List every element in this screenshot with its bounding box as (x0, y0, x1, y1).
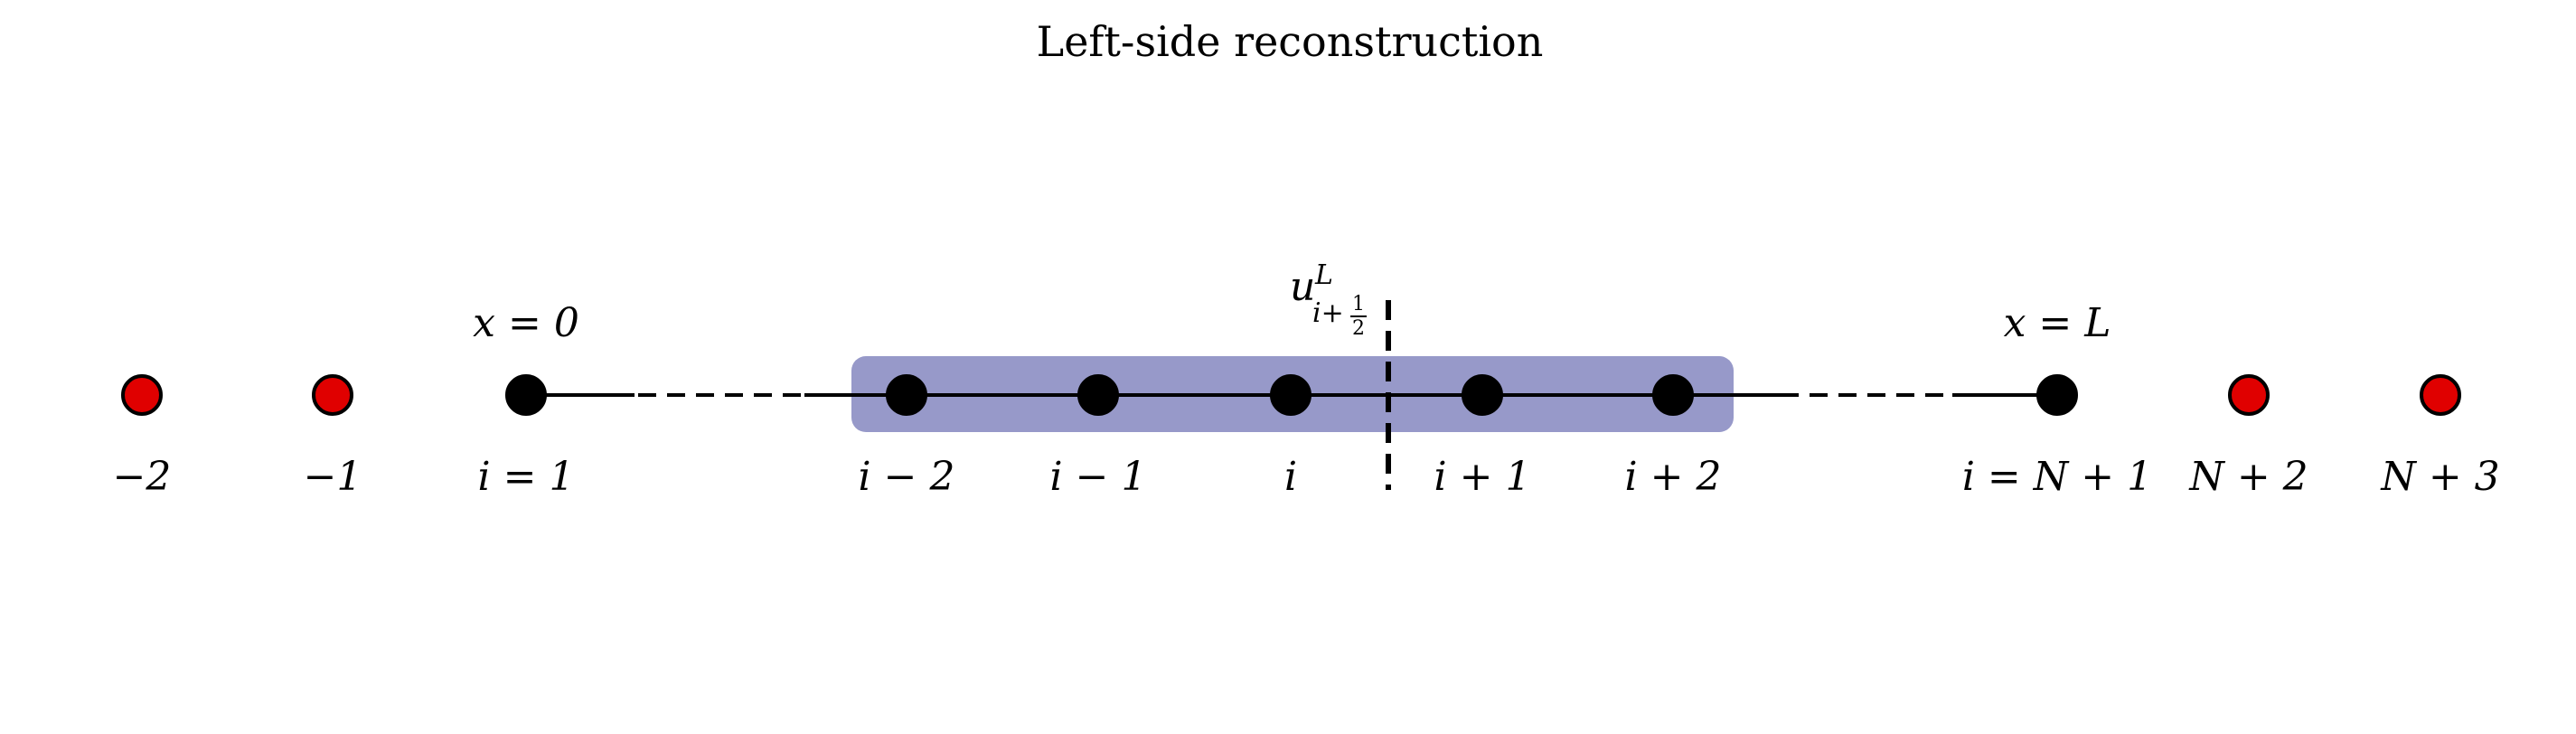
interface-frac-den: 2 (1352, 317, 1365, 340)
grid-node (1652, 374, 1694, 416)
interface-frac-num: 1 (1352, 293, 1365, 315)
grid-node (886, 374, 927, 416)
interface-label: u L i+ 1 2 (1290, 259, 1367, 340)
node-label: N + 2 (2188, 454, 2308, 500)
ghost-node (2420, 374, 2461, 416)
boundary-left-label: x = 0 (473, 300, 579, 346)
interface-var: u (1290, 264, 1315, 310)
node-labels: −2 −1 i = 1 i − 2 i − 1 i i + 1 i + 2 i = N + 1 N… (113, 454, 2500, 500)
node-label: i = 1 (478, 454, 575, 500)
node-circles (121, 374, 2461, 416)
boundary-right-label: x = L (2004, 300, 2111, 346)
node-label: i − 2 (859, 454, 955, 500)
node-label: i (1284, 454, 1297, 500)
interface-sup: L (1314, 259, 1333, 291)
node-label: −2 (113, 454, 172, 500)
ghost-node (121, 374, 163, 416)
ghost-node (2228, 374, 2270, 416)
grid-node (1270, 374, 1312, 416)
diagram-title: Left-side reconstruction (1037, 17, 1544, 66)
node-label: i + 1 (1434, 454, 1531, 500)
node-label: −1 (304, 454, 362, 500)
grid-node (1077, 374, 1119, 416)
interface-sub: i+ (1312, 297, 1344, 329)
node-label: i − 1 (1050, 454, 1147, 500)
grid-node (505, 374, 547, 416)
ghost-node (312, 374, 353, 416)
grid-node (1462, 374, 1503, 416)
node-label: N + 3 (2380, 454, 2499, 500)
grid-node (2036, 374, 2078, 416)
node-label: i + 2 (1625, 454, 1722, 500)
node-label: i = N + 1 (1962, 454, 2152, 500)
